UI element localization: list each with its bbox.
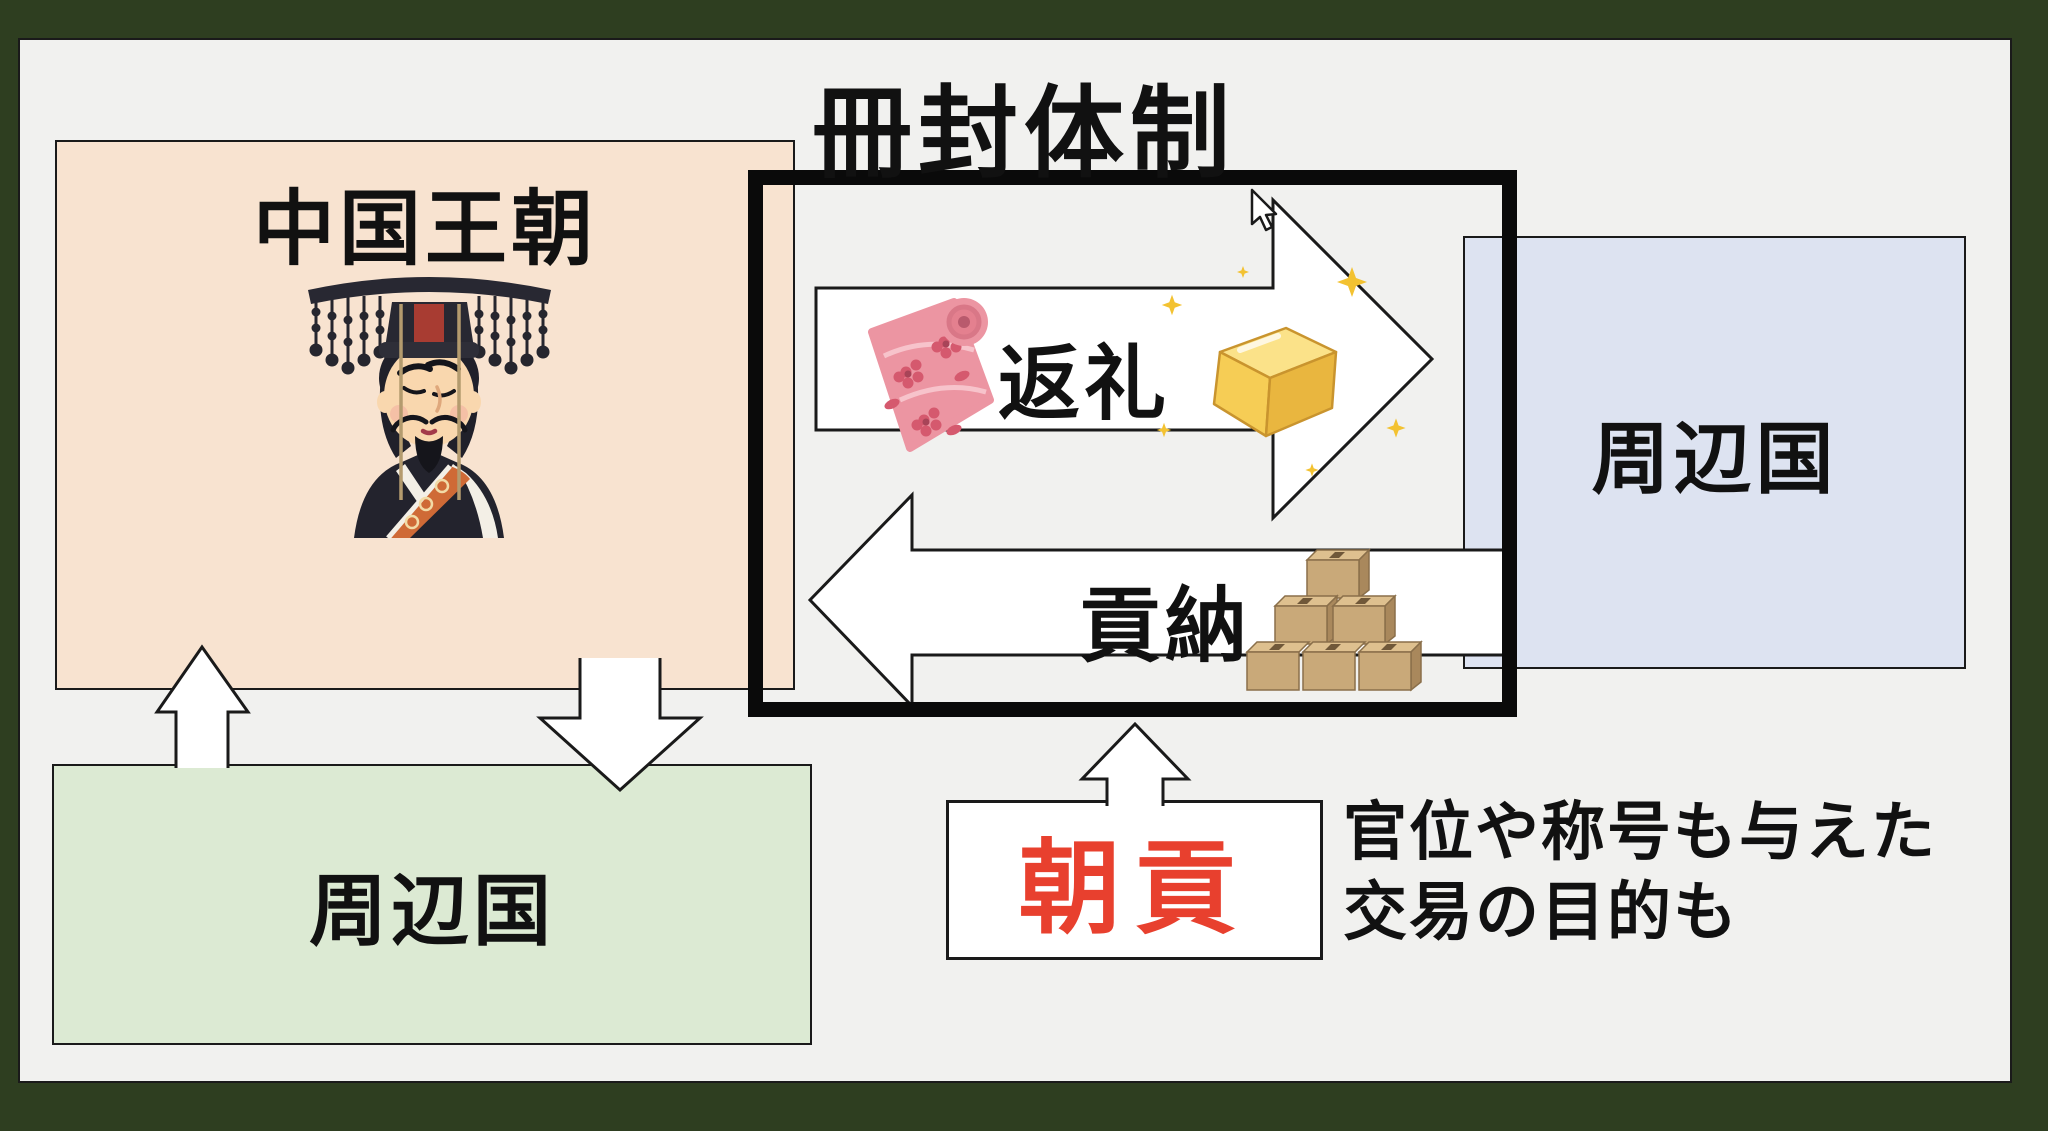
neighbor-right-label: 周辺国 [1591, 414, 1838, 503]
china-dynasty-box [55, 140, 795, 690]
neighbor-bottom-label: 周辺国 [308, 866, 555, 955]
neighbor-country-box-right: 周辺国 [1463, 236, 1966, 669]
tribute-label: 朝貢 [1018, 831, 1251, 946]
neighbor-country-box-bottom: 周辺国 [52, 764, 812, 1045]
tribute-box: 朝貢 [946, 800, 1323, 960]
